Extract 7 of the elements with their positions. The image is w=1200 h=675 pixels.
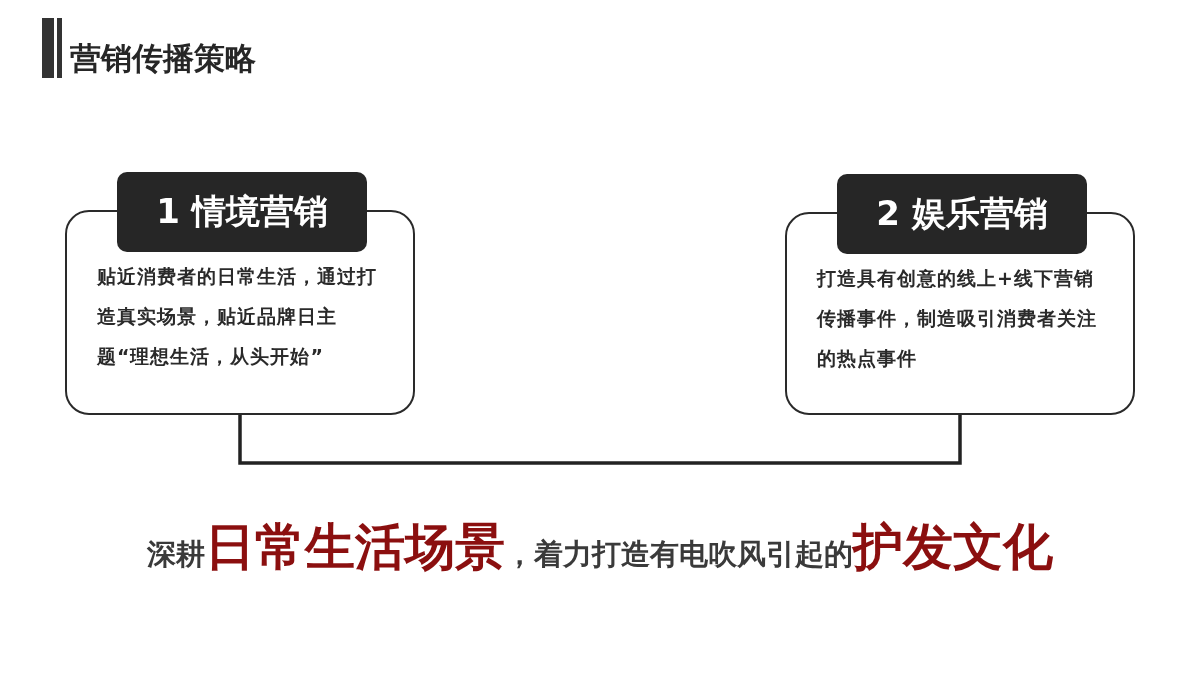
description-text: 打造具有创意的线上+线下营销传播事件，制造吸引消费者关注的热点事件 <box>817 266 1098 371</box>
heading-tab: 1 情境营销 <box>117 172 367 252</box>
heading-tab: 2 娱乐营销 <box>837 174 1087 254</box>
slogan-text: 深耕日常生活场景，着力打造有电吹风引起的护发文化 <box>146 517 1054 578</box>
description-text: 贴近消费者的日常生活，通过打造真实场景，贴近品牌日主题“理想生活，从头开始” <box>97 264 378 369</box>
connector-line <box>238 415 962 465</box>
title: 营销传播策略 <box>70 39 256 78</box>
